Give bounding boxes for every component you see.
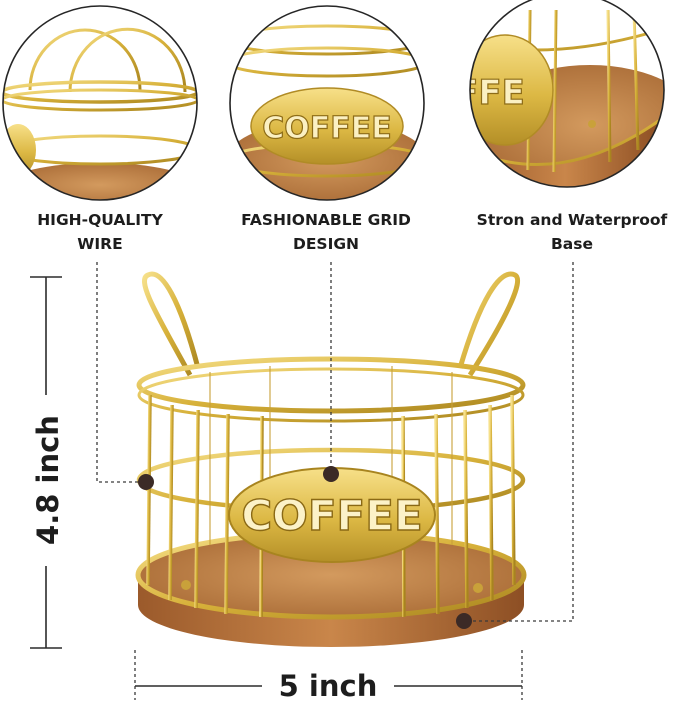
coffee-plate-text: COFFEE xyxy=(241,491,422,540)
detail-circle-base: FFE xyxy=(455,0,665,188)
width-dimension-label: 5 inch xyxy=(278,669,378,703)
wood-base-side xyxy=(138,575,524,647)
right-handle xyxy=(457,271,521,377)
callout-marker-base xyxy=(456,613,472,629)
coffee-basket: COFFEE xyxy=(135,271,527,647)
detail-plate-text: COFFEE xyxy=(262,111,392,146)
detail-circle-wire xyxy=(2,5,198,201)
detail-circle-grid: COFFEE xyxy=(229,5,425,201)
callout-marker-grid xyxy=(323,466,339,482)
left-handle xyxy=(142,271,201,377)
callout-lines xyxy=(96,262,574,700)
feature-label-wire: HIGH-QUALITY WIRE xyxy=(37,211,163,253)
wood-base-top xyxy=(138,533,524,617)
detail-base-plate-text: FFE xyxy=(455,73,525,113)
callout-line-wire xyxy=(96,262,144,483)
height-dimension-line xyxy=(30,276,62,649)
feature-label-base: Stron and Waterproof Base xyxy=(476,211,668,253)
height-dimension-label: 4.8 inch xyxy=(31,415,65,545)
feature-label-grid: FASHIONABLE GRID DESIGN xyxy=(241,211,411,253)
callout-marker-wire xyxy=(138,474,154,490)
